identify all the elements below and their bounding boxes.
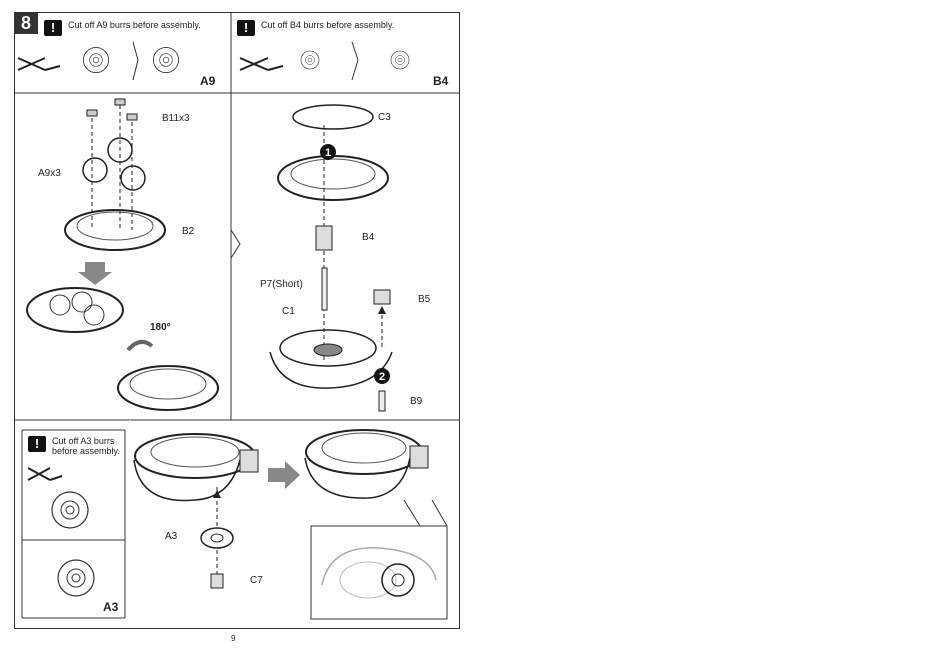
- warning-a9: ! Cut off A9 burrs before assembly.: [44, 20, 201, 36]
- cutter-icon: [18, 58, 60, 70]
- gear-a9-after: [153, 47, 178, 72]
- part-b4: [316, 226, 332, 250]
- label-180-degrees: 180°: [150, 322, 171, 333]
- warning-text-line1: Cut off A3 burrs: [52, 436, 114, 446]
- cutter-icon: [240, 58, 283, 70]
- gear-main-wheel: 1: [278, 144, 388, 200]
- label-b2: B2: [182, 226, 194, 237]
- gear-a3-before: [52, 492, 88, 528]
- label-c3: C3: [378, 112, 391, 123]
- label-b11x3: B11x3: [162, 113, 190, 124]
- page-number: 9: [231, 634, 235, 643]
- label-b4: B4: [362, 232, 374, 243]
- warning-a3: ! Cut off A3 burrs before assembly.: [28, 436, 120, 456]
- step-number: 8: [14, 12, 38, 34]
- part-code-a3: A3: [103, 600, 118, 614]
- label-a9x3: A9x3: [38, 168, 61, 179]
- step-marker-1-text: 1: [325, 147, 331, 159]
- label-p7-short: P7(Short): [260, 279, 303, 290]
- gear-b4-after: [391, 51, 409, 69]
- warning-text-line2: before assembly.: [52, 446, 120, 456]
- warning-icon: !: [44, 20, 62, 36]
- arrow-right-icon: [268, 461, 300, 489]
- part-b9: [379, 391, 385, 411]
- detail-view: [322, 548, 436, 598]
- cutter-icon: [28, 468, 62, 480]
- part-c7: [211, 574, 223, 588]
- label-c1: C1: [282, 306, 295, 317]
- gear-c3: [293, 105, 373, 129]
- base-c1: [270, 330, 392, 388]
- warning-b4: ! Cut off B4 burrs before assembly.: [237, 20, 394, 36]
- clock-assembly-after: [305, 430, 428, 498]
- arrow-down-icon: [78, 262, 112, 285]
- part-code-b4: B4: [433, 74, 448, 88]
- chevron-a9: [133, 42, 138, 60]
- label-b5: B5: [418, 294, 430, 305]
- gear-b4-before: [301, 51, 319, 69]
- rotate-arrow-icon: [128, 342, 152, 350]
- warning-icon: !: [237, 20, 255, 36]
- part-p7: [322, 268, 327, 310]
- gear-a3-after: [58, 560, 94, 596]
- label-b9: B9: [410, 396, 422, 407]
- step-marker-2-text: 2: [379, 371, 385, 383]
- arrow-up-icon: [378, 306, 386, 314]
- warning-icon: !: [28, 436, 46, 452]
- warning-text: Cut off B4 burrs before assembly.: [261, 20, 394, 30]
- gear-b2-flipped: [118, 366, 218, 410]
- chevron-b4: [352, 42, 358, 60]
- part-code-a9: A9: [200, 74, 215, 88]
- gear-b2-assembly: [65, 99, 165, 250]
- label-a3: A3: [165, 531, 177, 542]
- warning-text: Cut off A9 burrs before assembly.: [68, 20, 201, 30]
- part-b5: [374, 290, 390, 304]
- gear-b2-assembled: [27, 288, 123, 332]
- divider-arrow: [231, 230, 240, 258]
- gear-a9-before: [83, 47, 108, 72]
- gear-a3: [201, 528, 233, 548]
- clock-assembly-before: [134, 434, 258, 501]
- label-c7: C7: [250, 575, 263, 586]
- detail-inset: [311, 526, 447, 619]
